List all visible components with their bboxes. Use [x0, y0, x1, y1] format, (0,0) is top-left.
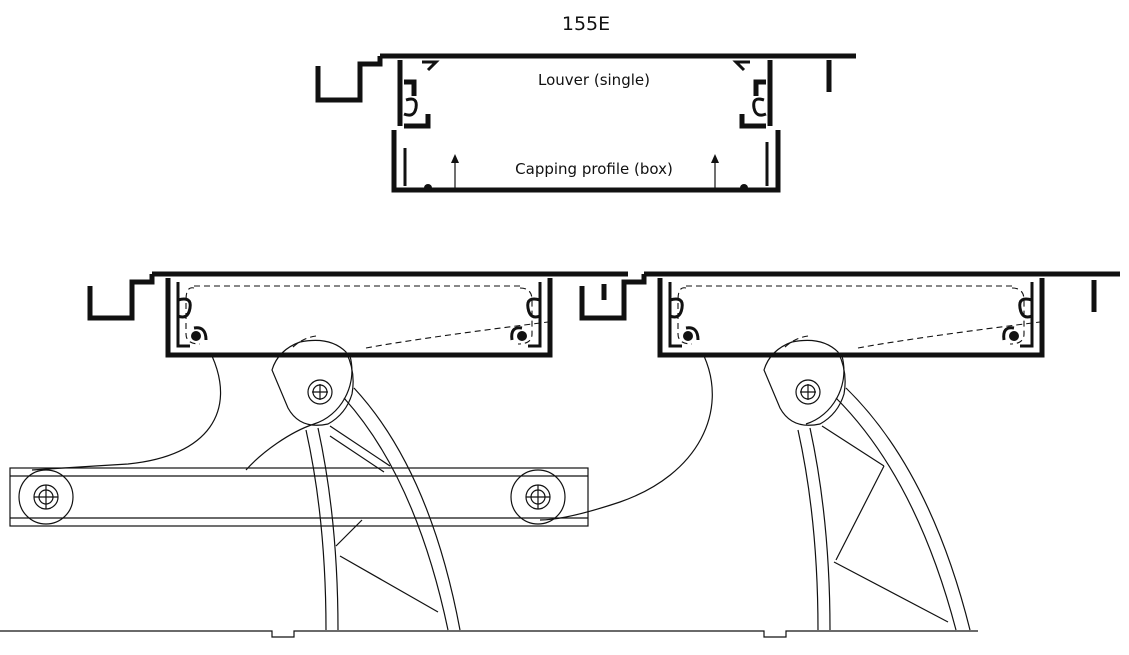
- diagram-title: 155E: [562, 13, 610, 35]
- louver-single-profile: [315, 53, 856, 129]
- louver-b: [579, 271, 1120, 358]
- louver-label: Louver (single): [538, 71, 650, 89]
- capping-label: Capping profile (box): [515, 160, 673, 178]
- base-line: [0, 630, 978, 638]
- pivot-arm-b: [539, 321, 1041, 631]
- louver-a: [87, 271, 628, 358]
- capping-profile-box: [391, 130, 781, 193]
- connecting-bar: [9, 467, 589, 527]
